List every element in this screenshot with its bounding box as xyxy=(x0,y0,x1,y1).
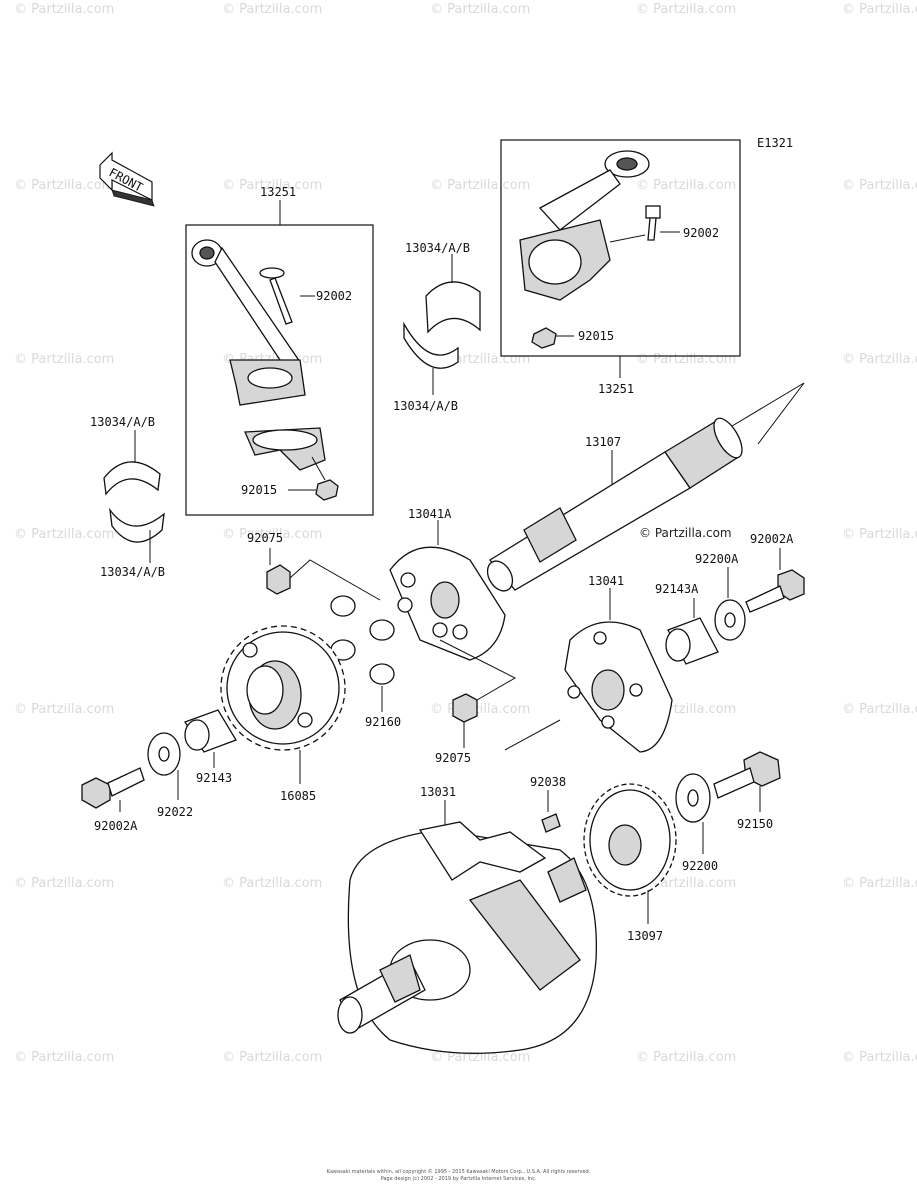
label-balancer-weight-a: 13041A xyxy=(408,507,452,521)
label-nut-rod-left: 92015 xyxy=(241,483,277,497)
label-collar-left: 92143 xyxy=(196,771,232,785)
front-arrow-icon: FRONT xyxy=(99,151,155,207)
label-bolt-right: 92002A xyxy=(750,532,794,546)
label-washer-right: 92200A xyxy=(695,552,739,566)
collar-left[interactable] xyxy=(184,709,237,768)
collar-right[interactable] xyxy=(665,598,719,665)
watermark: © Partzilla.com xyxy=(222,1050,323,1065)
watermark: © Partzilla.com xyxy=(14,702,115,717)
damper-lower[interactable] xyxy=(439,639,517,748)
damper-upper[interactable] xyxy=(266,548,381,601)
connecting-rod-assembly-left[interactable] xyxy=(185,200,374,516)
label-washer-crank: 92200 xyxy=(682,859,718,873)
label-bolt-rod-right: 92002 xyxy=(683,226,719,240)
watermark: © Partzilla.com xyxy=(636,178,737,193)
label-crank-gear: 13097 xyxy=(627,929,663,943)
crankshaft-gear[interactable] xyxy=(583,783,677,924)
label-bolt-crank: 92150 xyxy=(737,817,773,831)
label-nut-rod-right: 92015 xyxy=(578,329,614,343)
woodruff-key[interactable] xyxy=(541,790,561,833)
watermark: © Partzilla.com xyxy=(14,527,115,542)
watermark: © Partzilla.com xyxy=(636,2,737,17)
watermark: © Partzilla.com xyxy=(222,876,323,891)
bolt-right[interactable] xyxy=(745,548,805,613)
watermark: © Partzilla.com xyxy=(14,352,115,367)
watermark: © Partzilla.com xyxy=(222,527,323,542)
watermark: © Partzilla.com xyxy=(842,876,917,891)
balancer-drive-gear[interactable] xyxy=(220,625,346,784)
label-key: 92038 xyxy=(530,775,566,789)
label-rod-assy-right: 13251 xyxy=(598,382,634,396)
watermark: © Partzilla.com xyxy=(842,527,917,542)
balancer-weight-a[interactable] xyxy=(389,520,506,661)
label-damper-rubber: 92160 xyxy=(365,715,401,729)
label-crankshaft: 13031 xyxy=(420,785,456,799)
label-washer-left: 92022 xyxy=(157,805,193,819)
label-bolt-rod-left: 92002 xyxy=(316,289,352,303)
watermark: © Partzilla.com xyxy=(430,2,531,17)
damper-rubbers[interactable] xyxy=(330,595,395,712)
bearing-shell-top-pair[interactable] xyxy=(403,254,481,395)
watermark: © Partzilla.com xyxy=(430,178,531,193)
label-damper-upper: 92075 xyxy=(247,531,283,545)
label-rod-assy-left: 13251 xyxy=(260,185,296,199)
connecting-rod-assembly-right[interactable] xyxy=(500,139,741,378)
washer-right[interactable] xyxy=(714,567,746,641)
crankshaft[interactable] xyxy=(337,800,598,1054)
watermark: © Partzilla.com xyxy=(842,352,917,367)
label-balancer-weight: 13041 xyxy=(588,574,624,588)
watermark: © Partzilla.com xyxy=(842,1050,917,1065)
washer-crank[interactable] xyxy=(675,773,711,854)
label-damper-lower: 92075 xyxy=(435,751,471,765)
copyright-line: Kawasaki materials within, all copyright… xyxy=(326,1169,591,1175)
balancer-weight[interactable] xyxy=(504,588,673,753)
watermark: © Partzilla.com xyxy=(222,178,323,193)
watermark: © Partzilla.com xyxy=(842,178,917,193)
watermark: © Partzilla.com xyxy=(222,2,323,17)
label-shaft: 13107 xyxy=(585,435,621,449)
bearing-shell-left-pair[interactable] xyxy=(103,430,165,563)
label-bearing-top-upper: 13034/A/B xyxy=(405,241,470,255)
watermark: © Partzilla.com xyxy=(14,1050,115,1065)
label-bolt-left: 92002A xyxy=(94,819,138,833)
watermark: © Partzilla.com xyxy=(14,876,115,891)
balancer-shaft[interactable] xyxy=(482,382,805,595)
label-collar-right: 92143A xyxy=(655,582,699,596)
watermark: © Partzilla.com xyxy=(14,2,115,17)
watermark: © Partzilla.com xyxy=(14,178,115,193)
diagram-code: E1321 xyxy=(757,136,793,150)
label-gear-sprocket: 16085 xyxy=(280,789,316,803)
watermark: © Partzilla.com xyxy=(842,702,917,717)
bolt-crank[interactable] xyxy=(713,751,781,812)
label-bearing-top-lower: 13034/A/B xyxy=(393,399,458,413)
washer-left[interactable] xyxy=(147,732,181,800)
bolt-left[interactable] xyxy=(81,767,145,812)
inline-watermark: © Partzilla.com xyxy=(639,526,732,540)
copyright-line-2: Page design (c) 2002 - 2019 by Partzilla… xyxy=(380,1176,537,1182)
label-bearing-left-upper: 13034/A/B xyxy=(90,415,155,429)
watermark: © Partzilla.com xyxy=(636,1050,737,1065)
watermark: © Partzilla.com xyxy=(430,1050,531,1065)
watermark: © Partzilla.com xyxy=(842,2,917,17)
label-bearing-left-lower: 13034/A/B xyxy=(100,565,165,579)
